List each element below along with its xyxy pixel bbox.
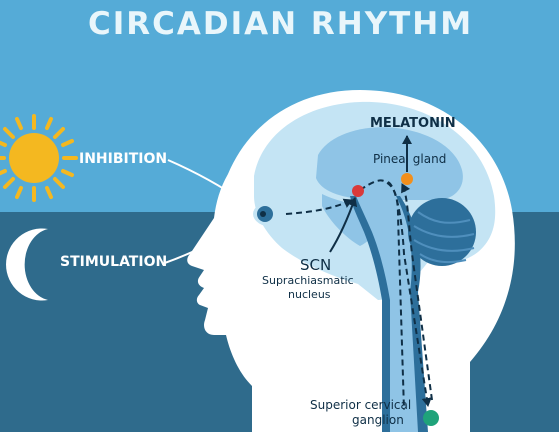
ganglion-label-line1: Superior cervical	[310, 398, 412, 412]
scn-dot	[352, 185, 364, 197]
scn-full-name-line1: Suprachiasmatic	[262, 274, 354, 287]
stimulation-arrow	[161, 225, 241, 265]
diagram-title: CIRCADIAN RHYTHM	[88, 6, 474, 42]
inhibition-arrow	[167, 159, 245, 203]
ganglion-label-line2: ganglion	[352, 413, 404, 427]
sun-icon	[0, 114, 78, 202]
inhibition-label: INHIBITION	[79, 151, 168, 167]
ganglion-dot	[423, 410, 439, 426]
stimulation-label: STIMULATION	[60, 254, 168, 270]
brain	[254, 101, 496, 432]
pineal-gland-label: Pineal gland	[373, 152, 447, 166]
moon-icon	[6, 228, 48, 301]
scn-full-name-line2: nucleus	[288, 288, 331, 301]
melatonin-label: MELATONIN	[370, 116, 456, 131]
pineal-dot	[401, 173, 413, 185]
scn-pointer	[329, 197, 358, 253]
eye	[253, 201, 293, 227]
scn-label: SCN	[300, 256, 332, 274]
neural-pathway	[285, 179, 433, 411]
